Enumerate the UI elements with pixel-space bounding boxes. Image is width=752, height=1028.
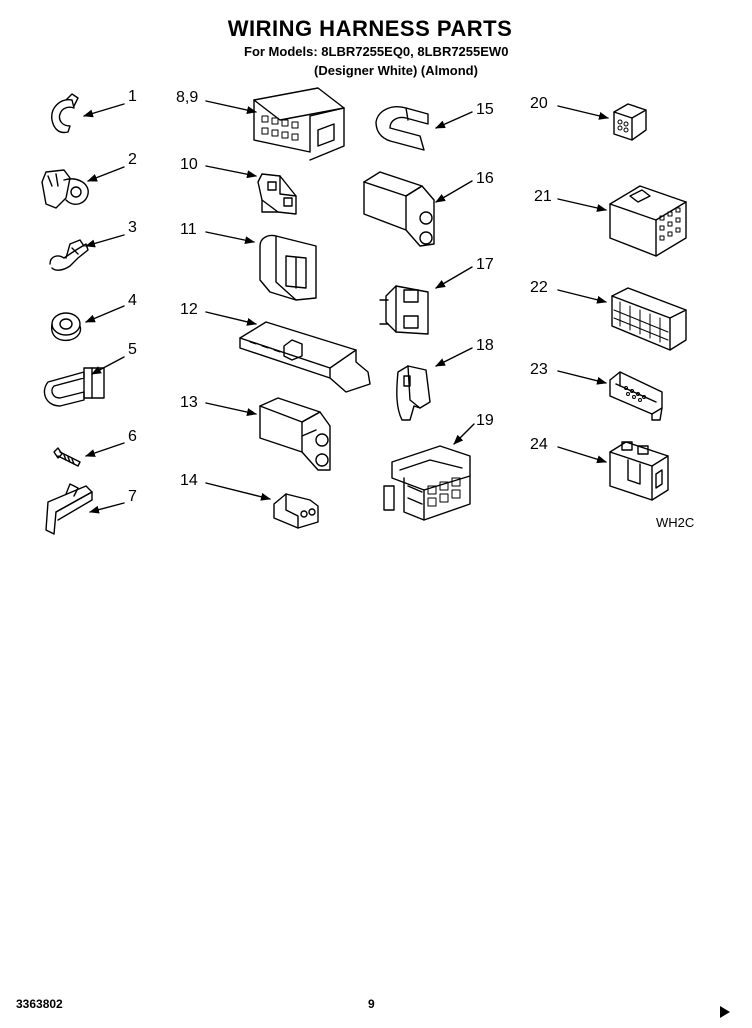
leader-1 bbox=[83, 103, 125, 118]
leader-10 bbox=[205, 165, 257, 179]
figure-code: WH2C bbox=[656, 515, 695, 530]
part-label-22: 22 bbox=[530, 279, 548, 296]
part-label-5: 5 bbox=[128, 341, 137, 358]
part-15-strap bbox=[375, 106, 429, 151]
leader-23 bbox=[557, 370, 607, 385]
part-13-connector bbox=[259, 397, 331, 471]
part-label-21: 21 bbox=[534, 188, 552, 205]
leader-24 bbox=[557, 446, 607, 464]
part-21-cube bbox=[609, 185, 687, 257]
part-23-dsub bbox=[609, 371, 663, 421]
leader-17 bbox=[435, 266, 473, 289]
part-label-11: 11 bbox=[180, 221, 197, 238]
leader-22 bbox=[557, 289, 607, 304]
part-4-grommet bbox=[51, 312, 82, 342]
leader-6 bbox=[85, 442, 125, 457]
part-19-connector bbox=[383, 445, 471, 521]
part-12-rail bbox=[239, 321, 371, 393]
part-6-screw bbox=[53, 447, 81, 467]
part-label-16: 16 bbox=[476, 170, 494, 187]
part-label-4: 4 bbox=[128, 292, 137, 309]
leader-13 bbox=[205, 402, 257, 416]
part-24-housing bbox=[609, 441, 669, 501]
leader-15 bbox=[435, 111, 473, 129]
leader-12 bbox=[205, 311, 257, 326]
part-label-1: 1 bbox=[128, 88, 137, 105]
part-label-18: 18 bbox=[476, 337, 494, 354]
part-7-tie bbox=[45, 483, 93, 535]
part-label-15: 15 bbox=[476, 101, 494, 118]
part-label-6: 6 bbox=[128, 428, 137, 445]
part-label-2: 2 bbox=[128, 151, 137, 168]
part-label-8-9: 8,9 bbox=[176, 89, 199, 106]
variants-line: (Designer White) (Almond) bbox=[314, 63, 478, 78]
part-label-23: 23 bbox=[530, 361, 548, 378]
part-20-cube bbox=[613, 103, 647, 141]
part-label-17: 17 bbox=[476, 256, 494, 273]
leader-arrows bbox=[83, 100, 609, 514]
part-16-housing bbox=[363, 171, 435, 247]
leader-8-9 bbox=[205, 100, 257, 114]
part-label-12: 12 bbox=[180, 301, 198, 318]
leader-3 bbox=[85, 234, 125, 248]
leader-16 bbox=[435, 180, 473, 203]
part-18-clip bbox=[396, 365, 431, 421]
part-22-housing bbox=[611, 287, 687, 351]
part-label-20: 20 bbox=[530, 95, 548, 112]
part-8-9-housing bbox=[253, 87, 345, 161]
leader-5 bbox=[91, 356, 125, 375]
doc-number: 3363802 bbox=[16, 997, 63, 1011]
part-2-clamp bbox=[41, 169, 89, 209]
part-11-plug bbox=[259, 234, 317, 301]
part-label-19: 19 bbox=[476, 412, 494, 429]
leader-19 bbox=[453, 423, 475, 445]
part-14-connector bbox=[273, 493, 319, 529]
page-number: 9 bbox=[368, 997, 375, 1011]
leader-14 bbox=[205, 482, 271, 501]
leader-7 bbox=[89, 502, 125, 514]
part-label-3: 3 bbox=[128, 219, 137, 236]
part-label-24: 24 bbox=[530, 436, 548, 453]
part-label-13: 13 bbox=[180, 394, 198, 411]
leader-4 bbox=[85, 305, 125, 323]
part-17-block bbox=[379, 285, 429, 335]
leader-2 bbox=[87, 166, 125, 182]
models-line: For Models: 8LBR7255EQ0, 8LBR7255EW0 bbox=[244, 44, 509, 59]
page-title: WIRING HARNESS PARTS bbox=[227, 16, 513, 41]
part-label-14: 14 bbox=[180, 472, 198, 489]
margin-mark bbox=[720, 1006, 730, 1018]
part-5-strap bbox=[43, 367, 105, 407]
part-1-clip bbox=[51, 93, 79, 134]
part-3-holder bbox=[49, 239, 89, 271]
part-label-7: 7 bbox=[128, 488, 137, 505]
part-label-10: 10 bbox=[180, 156, 198, 173]
part-10-plug bbox=[257, 173, 297, 215]
leader-18 bbox=[435, 347, 473, 367]
leader-20 bbox=[557, 105, 609, 120]
leader-11 bbox=[205, 231, 255, 245]
leader-21 bbox=[557, 198, 607, 212]
